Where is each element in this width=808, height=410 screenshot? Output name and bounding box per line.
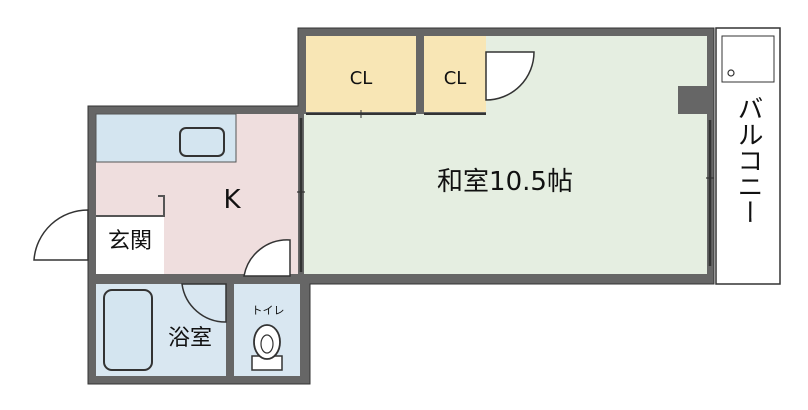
- toilet-icon: [251, 324, 283, 371]
- closet-left-label: CL: [350, 68, 373, 89]
- toilet-door-swing: [243, 239, 291, 277]
- genkan-floor: [96, 216, 164, 274]
- drain-icon: [727, 69, 735, 77]
- closet-right-label: CL: [444, 68, 467, 89]
- toilet-label: トイレ: [252, 304, 285, 317]
- pillar: [678, 86, 708, 114]
- bath-door-swing: [181, 283, 227, 323]
- genkan-partition: [96, 195, 165, 217]
- genkan-label: 玄関: [108, 229, 152, 254]
- washitsu-label: 和室10.5帖: [437, 167, 573, 197]
- kitchen-label: K: [223, 185, 241, 215]
- washitsu-floor: [304, 114, 707, 274]
- balcony-inner: [721, 35, 775, 83]
- balcony-label: バルコニー: [733, 95, 763, 225]
- bathtub-icon: [103, 289, 153, 371]
- closet-left-floor: [306, 36, 416, 112]
- closet-right-floor: [424, 36, 486, 112]
- closet-door-swing: [485, 51, 535, 101]
- bath-label: 浴室: [168, 326, 212, 351]
- entrance-door-swing: [33, 209, 89, 261]
- sink-icon: [179, 127, 225, 157]
